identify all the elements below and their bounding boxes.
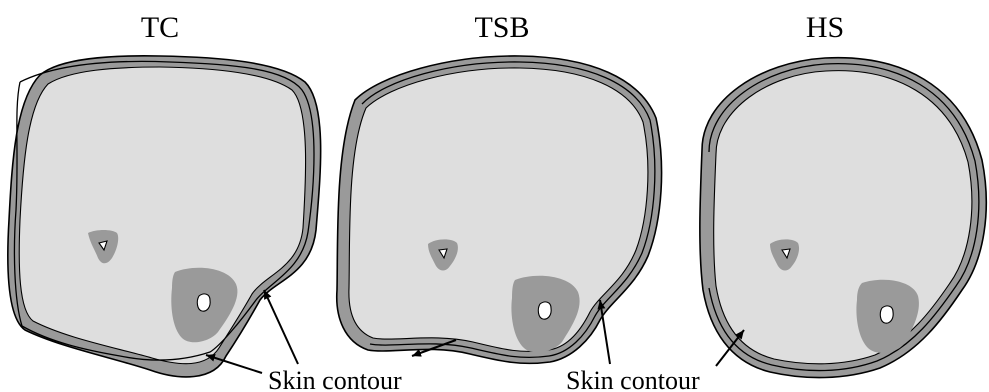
annotation-label-2: Skin contour — [566, 366, 700, 392]
hs-large-canal — [880, 306, 893, 323]
annotation-label-1: Skin contour — [268, 366, 402, 392]
panel-title-hs: HS — [806, 11, 844, 44]
tsb-large-canal — [538, 302, 551, 319]
panel-hs: HS — [700, 11, 986, 378]
panel-tsb: TSB — [337, 11, 662, 363]
annotation-1-arrow-up — [264, 290, 298, 364]
panel-tc: TC — [8, 11, 321, 377]
panel-title-tc: TC — [141, 11, 179, 44]
tc-large-canal — [197, 294, 210, 311]
panel-title-tsb: TSB — [474, 11, 529, 44]
tc-limb-interior — [19, 67, 305, 364]
